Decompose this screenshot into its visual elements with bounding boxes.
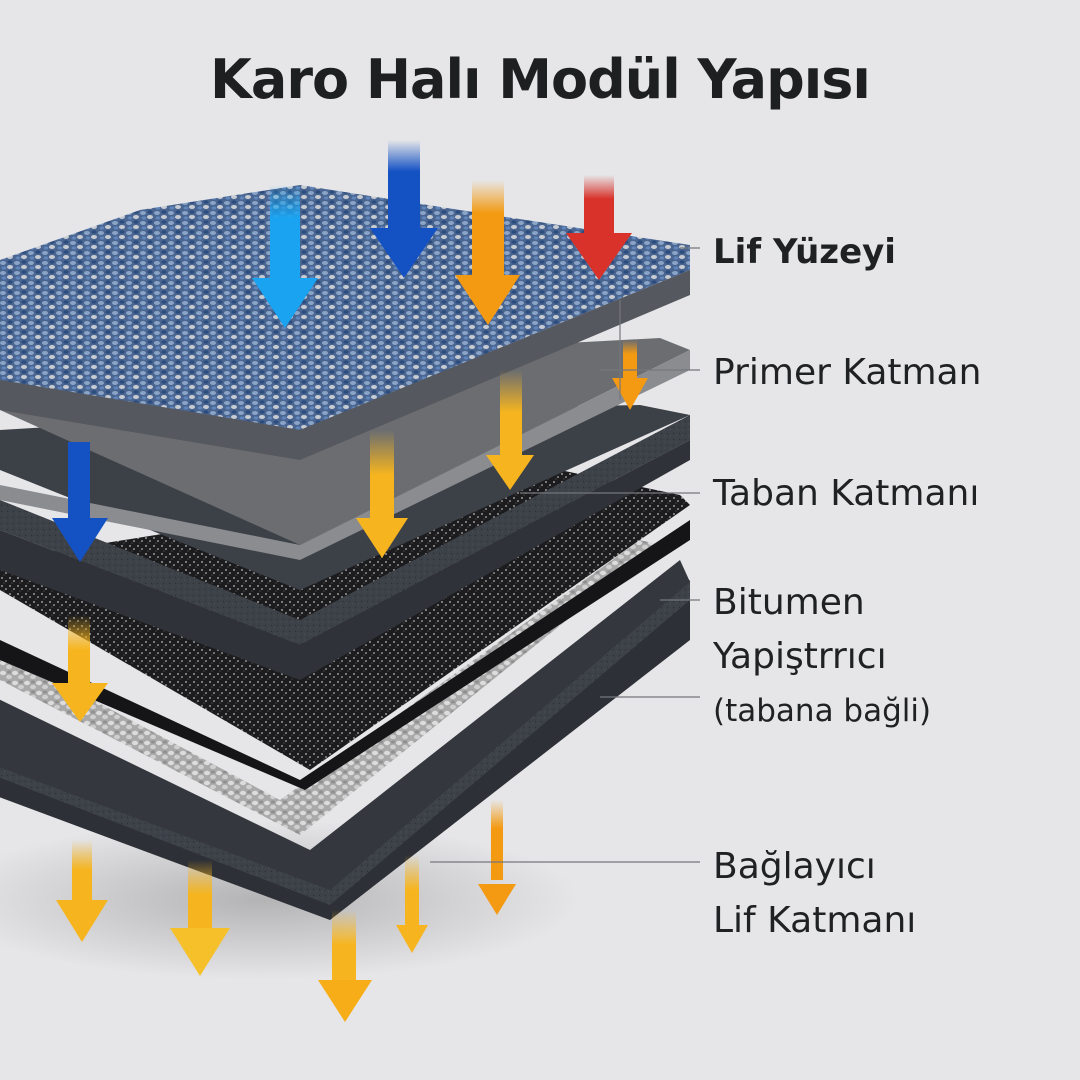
arrow-light-blue-icon (252, 185, 318, 328)
layer-baglayici-lif (0, 540, 690, 920)
arrow-blue-left-icon (52, 442, 108, 562)
label-primer-katman: Primer Katman (713, 346, 981, 400)
label-text: Bağlayıcı (713, 846, 876, 887)
arrow-yellow-left-icon (52, 615, 108, 722)
label-text: Yapiştrrıcı (713, 636, 887, 677)
arrow-bottom-4-icon (396, 855, 428, 953)
arrows (52, 140, 648, 1022)
arrow-bottom-1-icon (56, 840, 108, 942)
label-lif-yuzeyi: Lif Yüzeyi (713, 225, 896, 279)
arrow-dark-blue-icon (370, 140, 438, 278)
arrow-yellow-mid-icon (486, 370, 534, 490)
arrow-bottom-2-icon (170, 860, 230, 976)
page-title: Karo Halı Modül Yapısı (210, 48, 871, 111)
leader-lines (430, 247, 700, 863)
label-text: Primer Katman (713, 352, 982, 393)
label-text: Lif Katmanı (713, 900, 917, 941)
arrow-bottom-5-icon (478, 800, 516, 915)
label-bitumen-yapistirici: Bitumen Yapiştrrıcı (tabana bağli) (713, 576, 931, 738)
arrow-bottom-3-icon (318, 910, 372, 1022)
arrow-yellow-center-icon (356, 430, 408, 558)
label-text: Taban Katmanı (713, 473, 980, 514)
label-text: Bitumen (713, 582, 865, 623)
arrow-orange-icon (455, 180, 520, 325)
label-subtext: (tabana bağli) (713, 693, 932, 729)
arrow-red-icon (566, 175, 632, 280)
label-baglayici-lif-katmani: Bağlayıcı Lif Katmanı (713, 840, 916, 948)
label-taban-katmani: Taban Katmanı (713, 467, 979, 521)
label-text: Lif Yüzeyi (713, 232, 896, 272)
layer-lif-yuzeyi (0, 185, 690, 460)
